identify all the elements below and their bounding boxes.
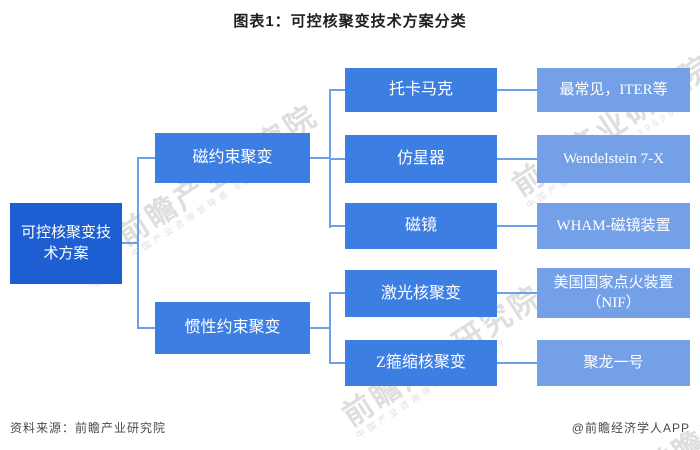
connector-line bbox=[329, 292, 345, 294]
connector-line bbox=[329, 158, 345, 160]
leaf-note-z-pinch-fusion: 聚龙一号 bbox=[537, 340, 690, 386]
child-node-label: 仿星器 bbox=[396, 150, 445, 168]
child-node-label: Z箍缩核聚变 bbox=[376, 354, 466, 372]
branch-node-label: 磁约束聚变 bbox=[192, 149, 273, 167]
connector-line bbox=[329, 89, 345, 91]
child-node-z-pinch-fusion: Z箍缩核聚变 bbox=[345, 340, 497, 386]
connector-line bbox=[497, 89, 537, 91]
connector-line bbox=[329, 292, 331, 364]
root-node: 可控核聚变技术方案 bbox=[10, 203, 122, 284]
connector-line bbox=[137, 157, 155, 159]
connector-line bbox=[137, 327, 155, 329]
leaf-note-label: Wendelstein 7-X bbox=[563, 150, 664, 167]
child-node-label: 磁镜 bbox=[404, 217, 437, 235]
connector-line bbox=[497, 225, 537, 227]
leaf-note-label: 最常见，ITER等 bbox=[559, 81, 668, 98]
root-node-label: 可控核聚变技术方案 bbox=[20, 225, 111, 262]
footer-source: 资料来源：前瞻产业研究院 bbox=[10, 421, 167, 435]
child-node-tokamak: 托卡马克 bbox=[345, 68, 497, 112]
leaf-note-label: 聚龙一号 bbox=[583, 354, 644, 371]
chart-title: 图表1：可控核聚变技术方案分类 bbox=[233, 13, 467, 30]
branch-node-label: 惯性约束聚变 bbox=[184, 319, 281, 337]
child-node-magnetic-mirror: 磁镜 bbox=[345, 203, 497, 249]
connector-line bbox=[497, 292, 537, 294]
connector-line bbox=[137, 157, 139, 329]
branch-node-inertial-confinement: 惯性约束聚变 bbox=[155, 302, 310, 354]
connector-line bbox=[329, 362, 345, 364]
connector-line bbox=[310, 157, 330, 159]
leaf-note-tokamak: 最常见，ITER等 bbox=[537, 68, 690, 112]
leaf-note-label: WHAM-磁镜装置 bbox=[556, 217, 671, 234]
leaf-note-stellarator: Wendelstein 7-X bbox=[537, 135, 690, 183]
connector-line bbox=[497, 158, 537, 160]
branch-node-magnetic-confinement: 磁约束聚变 bbox=[155, 133, 310, 183]
connector-line bbox=[497, 362, 537, 364]
leaf-note-magnetic-mirror: WHAM-磁镜装置 bbox=[537, 203, 690, 249]
connector-line bbox=[310, 327, 330, 329]
connector-line bbox=[329, 225, 345, 227]
leaf-note-label: 美国国家点火装置（NIF） bbox=[553, 274, 674, 311]
child-node-stellarator: 仿星器 bbox=[345, 135, 497, 183]
child-node-label: 激光核聚变 bbox=[380, 284, 461, 302]
leaf-note-laser-fusion: 美国国家点火装置（NIF） bbox=[537, 268, 690, 318]
child-node-laser-fusion: 激光核聚变 bbox=[345, 270, 497, 317]
child-node-label: 托卡马克 bbox=[388, 81, 453, 99]
footer-credit: @前瞻经济学人APP bbox=[571, 421, 690, 435]
connector-line bbox=[122, 242, 138, 244]
